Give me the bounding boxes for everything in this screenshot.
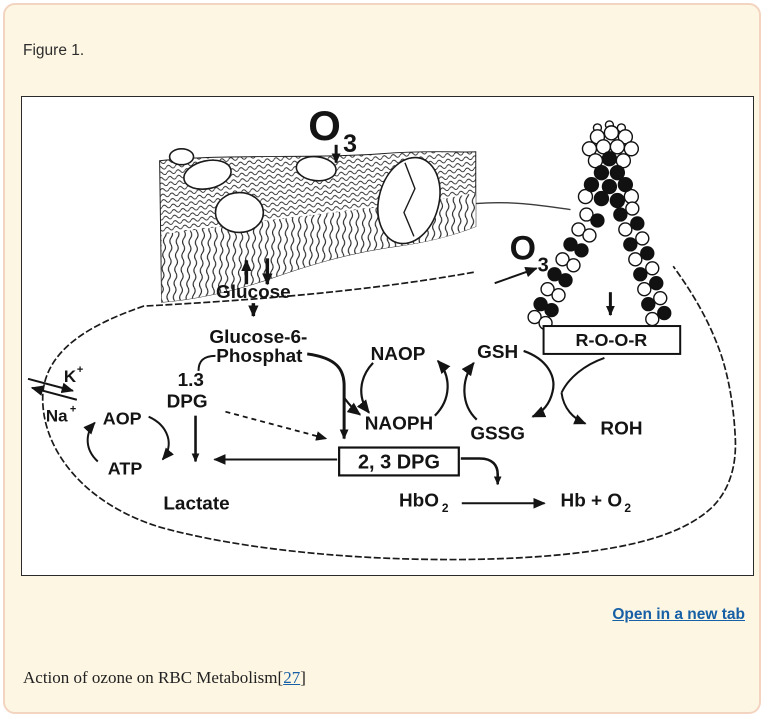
dpg13-label-line1: 1.3 (178, 370, 204, 391)
dpg23-to-hb-arrow (460, 457, 502, 486)
na-out-arrow (30, 385, 78, 401)
pathway-labels: O 3 O 3 Glucose Glucose-6- Phosphat 1.3 … (46, 102, 647, 515)
lactate-label: Lactate (163, 493, 229, 514)
membrane-proteins (168, 147, 441, 245)
hb-o2-sub: 2 (624, 501, 631, 515)
dpg23-label: 2, 3 DPG (358, 451, 440, 473)
ozone-side-sub: 3 (538, 254, 549, 276)
potassium-label: K (64, 367, 77, 386)
atp-label: ATP (108, 458, 143, 478)
pathway-arrows (27, 144, 615, 509)
k-in-arrow (27, 377, 75, 394)
sodium-sup: + (70, 404, 76, 416)
roor-label: R-O-O-R (576, 330, 648, 350)
g6p-label-line2: Phosphat (216, 346, 303, 367)
ozone-top-label: O (308, 102, 341, 149)
naop-label: NAOP (371, 344, 426, 365)
ozone-side-label: O (510, 229, 536, 267)
g6p-label-line1: Glucose-6- (209, 327, 307, 348)
caption-text: Action of ozone on RBC Metabolism (23, 668, 278, 687)
figure-caption: Action of ozone on RBC Metabolism[27] (23, 668, 306, 688)
branch-to-naoph-arrow (343, 397, 362, 416)
g6p-to-dpg23-arrow (307, 352, 349, 440)
caption-ref-open: [ (277, 668, 284, 687)
naop-cycle-right-arc (434, 359, 451, 417)
roor-input-arc (560, 356, 605, 394)
dpg23-box (338, 446, 460, 477)
phospholipid-molecule (527, 120, 672, 331)
hb-o2-label: Hb + O (561, 490, 623, 511)
gsh-label: GSH (477, 342, 518, 363)
naop-cycle-left-arc (356, 362, 374, 414)
atp-to-aop-arc (83, 421, 99, 463)
aop-label: AOP (103, 409, 142, 429)
naoph-label: NAOPH (365, 414, 433, 435)
cell-membrane (159, 147, 477, 303)
roh-label: ROH (600, 419, 642, 440)
caption-ref-close: ] (300, 668, 306, 687)
g6p-bracket (197, 354, 216, 371)
dpg13-label-line2: DPG (167, 392, 208, 413)
figure-image-box: O 3 O 3 Glucose Glucose-6- Phosphat 1.3 … (21, 96, 754, 576)
roor-box (542, 325, 682, 355)
hbo2-sub: 2 (442, 501, 449, 515)
sodium-label: Na (46, 407, 68, 426)
gsh-to-gssg-arc (523, 349, 555, 418)
figure-panel: Figure 1. (3, 3, 761, 714)
open-link-row: Open in a new tab (612, 606, 745, 624)
hbo2-label: HbO (399, 490, 439, 511)
ozone-top-sub: 3 (343, 130, 357, 158)
gssg-to-gsh-arc (461, 361, 478, 421)
ozone-side-arrow (494, 266, 538, 285)
aop-to-atp-arc (148, 415, 174, 461)
roh-output-arc (560, 392, 587, 425)
open-in-new-tab-link[interactable]: Open in a new tab (612, 606, 745, 623)
dpg13-dashed-arrow (225, 410, 328, 441)
figure-label: Figure 1. (23, 42, 85, 59)
gssg-label: GSSG (470, 424, 525, 445)
potassium-sup: + (77, 364, 83, 376)
rbc-metabolism-diagram: O 3 O 3 Glucose Glucose-6- Phosphat 1.3 … (27, 102, 737, 561)
cell-outline (41, 201, 737, 561)
caption-ref-link[interactable]: 27 (283, 668, 301, 687)
glucose-label: Glucose (216, 282, 291, 303)
